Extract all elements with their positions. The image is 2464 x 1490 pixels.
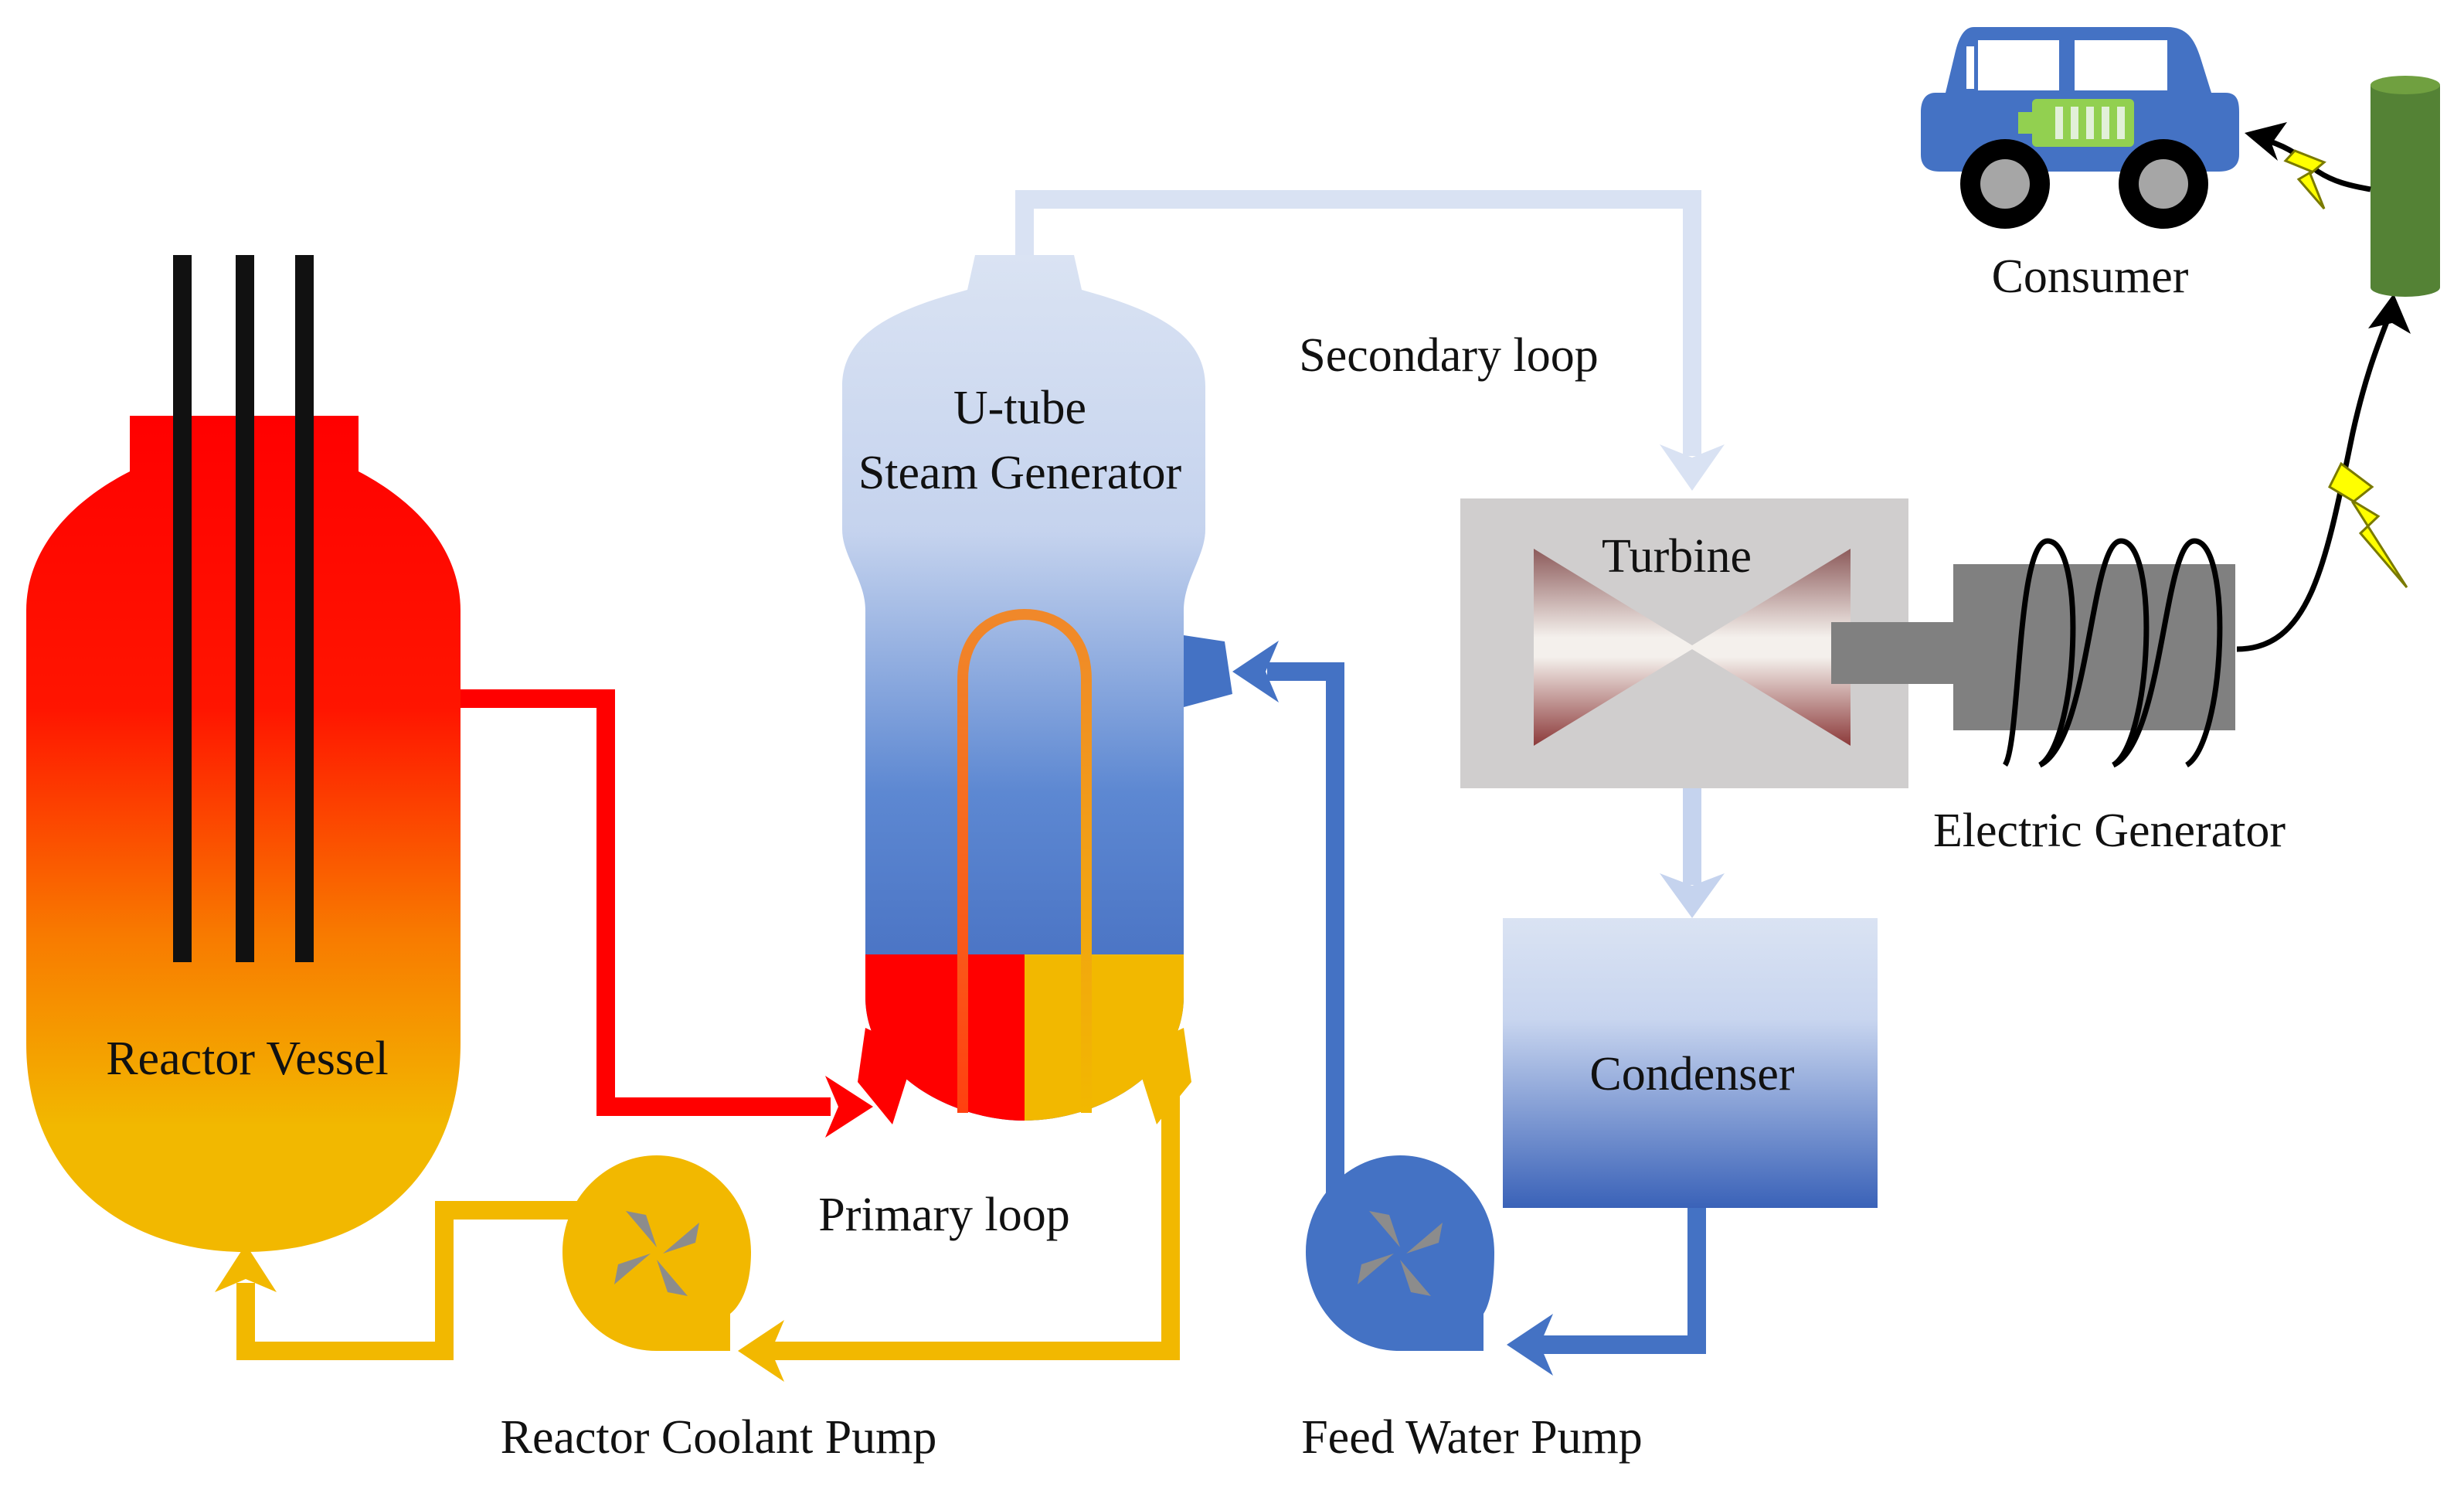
lightning-icon bbox=[2328, 461, 2408, 588]
utility-pole bbox=[2371, 76, 2440, 297]
steam-generator-label-line1: U-tube bbox=[953, 382, 1086, 434]
exhaust-arrowhead bbox=[1660, 873, 1725, 918]
cold-leg-pipe bbox=[753, 1090, 1180, 1360]
feedwater-pipe bbox=[1267, 662, 1344, 1217]
condensate-pipe bbox=[1524, 1206, 1706, 1354]
steam-generator-label-line2: Steam Generator bbox=[858, 447, 1182, 499]
hot-leg-arrowhead bbox=[825, 1076, 873, 1138]
u-tube-left bbox=[957, 609, 1025, 1113]
pump-impeller-icon bbox=[614, 1211, 699, 1296]
condensate-arrowhead bbox=[1507, 1314, 1553, 1376]
turbine-shaft bbox=[1831, 622, 1955, 684]
cold-leg-arrowhead bbox=[738, 1320, 784, 1382]
sg-feedwater-nozzle bbox=[1184, 635, 1232, 707]
steam-line-pipe bbox=[1015, 190, 1701, 456]
reactor-coolant-pump bbox=[562, 1155, 751, 1351]
condenser bbox=[1503, 918, 1878, 1208]
turbine-rotor bbox=[1534, 549, 1851, 746]
sg-outlet-nozzle bbox=[1133, 1028, 1191, 1124]
reactor-inlet-arrowhead bbox=[215, 1244, 277, 1292]
reactor-vessel-label: Reactor Vessel bbox=[106, 1032, 389, 1085]
pump-impeller-icon bbox=[1358, 1211, 1443, 1296]
turbine-label: Turbine bbox=[1602, 530, 1752, 583]
car-wheel-left bbox=[1960, 139, 2050, 229]
car-window-right bbox=[2075, 40, 2167, 90]
supply-line bbox=[2266, 138, 2371, 192]
steam-generator bbox=[842, 255, 1232, 1124]
car-wheel-right bbox=[2119, 139, 2208, 229]
u-tube-right bbox=[1024, 609, 1092, 1113]
sg-inlet-nozzle bbox=[858, 1028, 916, 1124]
consumer-label: Consumer bbox=[1992, 250, 2189, 303]
control-rod-1 bbox=[173, 255, 192, 962]
generator-coil bbox=[2002, 538, 2223, 768]
electric-generator bbox=[1831, 538, 2235, 768]
hot-leg-pipe bbox=[459, 689, 831, 1116]
steam-line-arrowhead bbox=[1660, 444, 1725, 491]
primary-loop-label: Primary loop bbox=[818, 1189, 1069, 1241]
control-rod-3 bbox=[295, 255, 314, 962]
condenser-label: Condenser bbox=[1589, 1048, 1795, 1100]
electric-generator-label: Electric Generator bbox=[1933, 805, 2286, 857]
feed-water-pump bbox=[1306, 1155, 1494, 1351]
power-line-arrowhead bbox=[2368, 294, 2411, 334]
power-line bbox=[2236, 308, 2394, 652]
lightning-icon bbox=[2283, 149, 2326, 209]
supply-line-arrowhead bbox=[2245, 122, 2287, 161]
pump-to-reactor-pipe bbox=[236, 1201, 601, 1360]
secondary-loop-label: Secondary loop bbox=[1299, 329, 1598, 382]
battery-icon bbox=[2018, 99, 2134, 147]
car-window-left bbox=[1978, 40, 2059, 90]
electric-car-icon bbox=[1921, 27, 2239, 229]
control-rod-2 bbox=[236, 255, 254, 962]
reactor-coolant-pump-label: Reactor Coolant Pump bbox=[501, 1411, 937, 1464]
feed-water-pump-label: Feed Water Pump bbox=[1301, 1411, 1643, 1464]
feedwater-arrowhead bbox=[1232, 641, 1279, 702]
